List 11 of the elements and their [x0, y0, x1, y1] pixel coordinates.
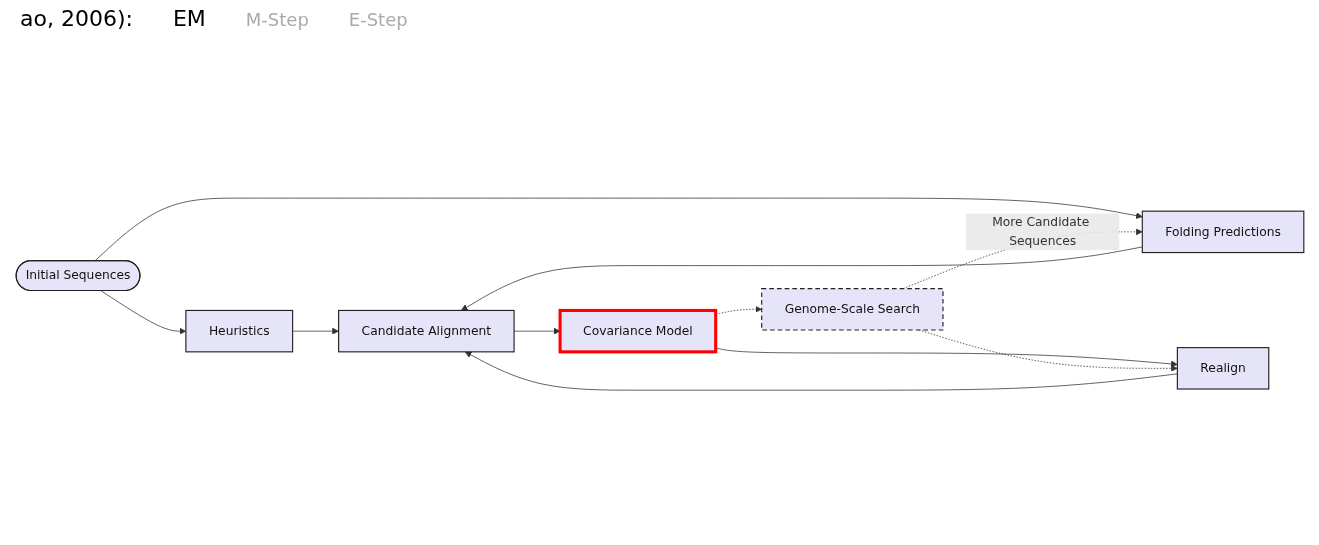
node-box — [337, 309, 515, 353]
node-box — [184, 309, 293, 353]
flowchart-diagram: More Candidate Sequences Initial Sequences Heuristics Folding Predictions Candidate Alignment Covariance Model Genome-Scale Search Realign — [9, 191, 1310, 397]
step-label: E-Step — [348, 9, 408, 30]
node-box — [1141, 210, 1304, 253]
node-box — [760, 287, 944, 331]
group-label: EM — [172, 6, 206, 31]
citation-text: ao, 2006): — [20, 6, 133, 31]
step-label: M-Step — [245, 9, 309, 30]
node-box — [558, 308, 717, 354]
node-box — [1176, 346, 1269, 390]
